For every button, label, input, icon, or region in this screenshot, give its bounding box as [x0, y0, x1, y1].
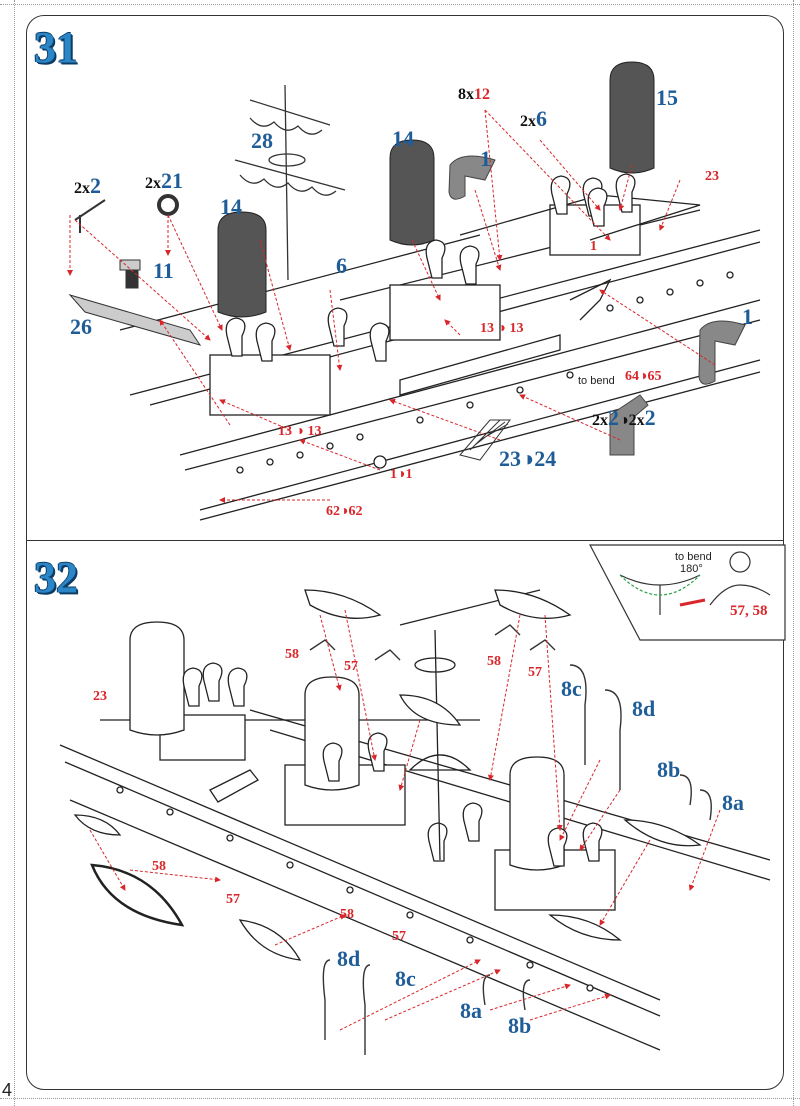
label-14b: 14: [392, 126, 414, 151]
step-number-31: 31: [34, 23, 78, 72]
label-13-pair-b: 13 ◑ 13: [278, 424, 322, 439]
label-58a: 58: [285, 647, 299, 662]
label-8b: 8b: [657, 757, 681, 782]
inset-parts: 57, 58: [730, 603, 768, 619]
label-28: 28: [251, 128, 273, 153]
label-57a: 57: [344, 659, 358, 674]
step31-funnels: [217, 61, 655, 318]
label-1-pair: 1◑1: [390, 467, 413, 482]
label-1-red: 1: [590, 239, 597, 254]
step32-hull: [59, 589, 771, 1051]
label-57b: 57: [528, 665, 542, 680]
label-57d: 57: [392, 929, 406, 944]
label-11: 11: [153, 258, 174, 283]
label-8d: 8d: [632, 696, 656, 721]
label-64-65: 64◑65: [625, 369, 662, 384]
label-2x2-pair: 2x2◑2x2: [592, 405, 656, 430]
label-8a-2: 8a: [460, 998, 482, 1023]
label-13-pair-a: 13 ◑ 13: [480, 321, 524, 336]
step32-leader-lines: [89, 609, 721, 1031]
label-to-bend: to bend: [578, 375, 615, 387]
label-6: 6: [336, 253, 347, 278]
step-number-32: 32: [34, 553, 78, 602]
label-23-red: 23: [705, 169, 719, 184]
label-2x6: 2x6: [520, 106, 547, 131]
label-2x21: 2x21: [145, 168, 183, 193]
step31-mast: [234, 84, 346, 281]
label-15: 15: [656, 85, 678, 110]
label-1a: 1: [480, 146, 491, 171]
label-14a: 14: [220, 194, 242, 219]
label-2x2: 2x2: [74, 173, 101, 198]
label-57c: 57: [226, 892, 240, 907]
label-8b-2: 8b: [508, 1013, 532, 1038]
label-8c: 8c: [561, 676, 582, 701]
label-58d: 58: [340, 907, 354, 922]
label-26: 26: [70, 314, 92, 339]
label-23-s32: 23: [93, 689, 107, 704]
step-divider: [26, 540, 784, 541]
label-58b: 58: [487, 654, 501, 669]
page-number: 4: [2, 1080, 13, 1100]
label-58c: 58: [152, 859, 166, 874]
step31-leader-lines: [67, 109, 716, 503]
inset-degrees: 180°: [680, 563, 703, 575]
label-62-62: 62◑62: [326, 504, 363, 519]
label-23-24: 23◑24: [499, 446, 557, 471]
inset-to-bend: to bend: [675, 551, 712, 563]
step31-ventilator-parts: [448, 155, 746, 456]
step31-ladder: [459, 419, 511, 461]
label-8d-2: 8d: [337, 946, 361, 971]
label-1b: 1: [742, 304, 753, 329]
label-8a: 8a: [722, 790, 744, 815]
step32-boats: [73, 589, 702, 961]
step31-platform: [68, 194, 202, 346]
step31-hull: [119, 173, 761, 521]
label-8x12: 8x12: [458, 86, 490, 103]
label-8c-2: 8c: [395, 966, 416, 991]
step32-inset: [589, 544, 786, 641]
